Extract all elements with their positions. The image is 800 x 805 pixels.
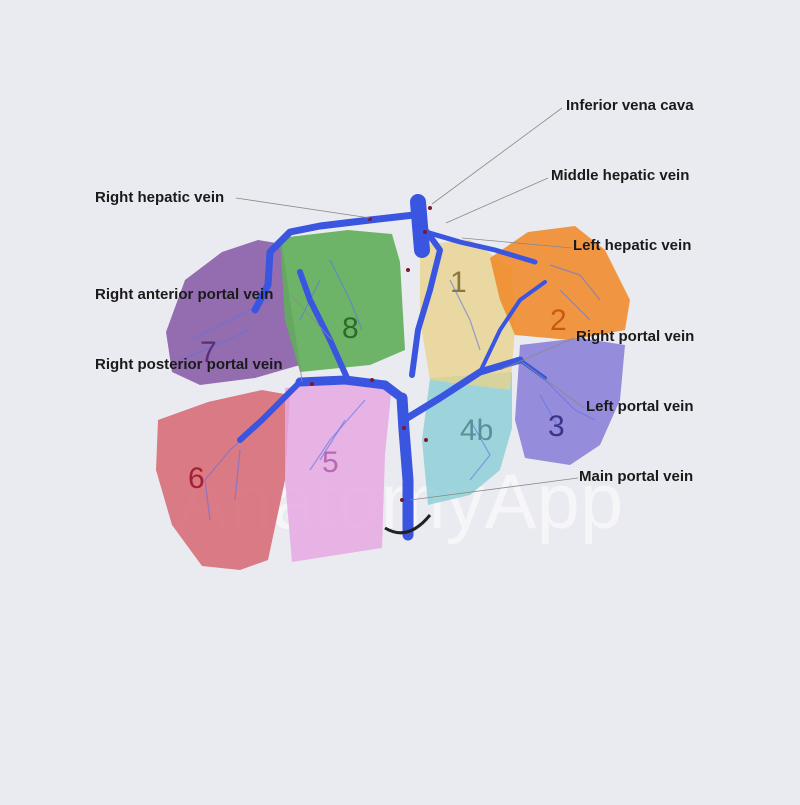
segment-8 bbox=[280, 230, 405, 372]
label-right-hepatic-vein: Right hepatic vein bbox=[95, 189, 225, 206]
segment-3 bbox=[515, 338, 625, 465]
left-hepatic-vein-vessel bbox=[423, 229, 538, 265]
inferior-vena-cava-vessel bbox=[410, 194, 430, 258]
middle-hepatic-vein-vessel bbox=[409, 225, 443, 378]
segment-number-2: 2 bbox=[550, 304, 567, 337]
label-inferior-vena-cava: Inferior vena cava bbox=[566, 97, 694, 114]
segment-number-8: 8 bbox=[342, 312, 359, 345]
vessel-clamp bbox=[384, 514, 432, 535]
right-posterior-portal-vein-vessel bbox=[237, 379, 303, 443]
segment-number-5: 5 bbox=[322, 446, 339, 479]
label-right-portal-vein: Right portal vein bbox=[576, 328, 695, 345]
label-right-anterior-portal-vein: Right anterior portal vein bbox=[95, 286, 274, 303]
right-anterior-portal-vein-vessel bbox=[297, 269, 351, 383]
left-portal-vein-vessel bbox=[400, 356, 524, 424]
hepatic-portal-veins bbox=[237, 194, 547, 541]
right-portal-vein-vessel bbox=[295, 375, 407, 403]
segment-number-4b: 4b bbox=[460, 414, 493, 447]
segment-5 bbox=[285, 380, 392, 562]
vessel-markers bbox=[310, 206, 432, 502]
segment-number-3: 3 bbox=[548, 410, 565, 443]
label-middle-hepatic-vein: Middle hepatic vein bbox=[551, 167, 690, 184]
leader-lines bbox=[235, 107, 585, 501]
segment-4b bbox=[422, 372, 512, 505]
segment-number-1: 1 bbox=[450, 266, 467, 299]
label-left-portal-vein: Left portal vein bbox=[586, 398, 694, 415]
label-left-hepatic-vein: Left hepatic vein bbox=[573, 237, 692, 254]
segment-number-7: 7 bbox=[200, 336, 217, 369]
segment-number-6: 6 bbox=[188, 462, 205, 495]
main-portal-vein-vessel bbox=[396, 392, 414, 541]
segment-6 bbox=[156, 390, 290, 570]
segment-2 bbox=[490, 226, 630, 340]
label-right-posterior-portal-vein: Right posterior portal vein bbox=[95, 356, 283, 373]
label-main-portal-vein: Main portal vein bbox=[579, 468, 694, 485]
